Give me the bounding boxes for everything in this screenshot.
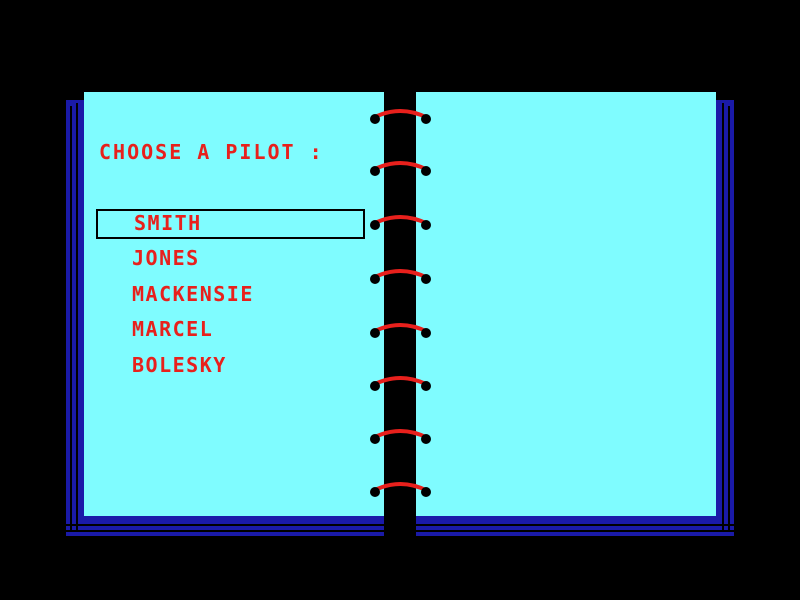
binding-ring — [370, 482, 431, 497]
pilot-option-jones[interactable]: JONES — [132, 246, 200, 270]
pilot-option-smith[interactable]: SMITH — [134, 211, 202, 235]
left-page — [84, 92, 384, 516]
selection-cursor — [96, 209, 365, 239]
binding-ring — [370, 376, 431, 391]
pilot-option-mackensie[interactable]: MACKENSIE — [132, 282, 254, 306]
pilot-option-bolesky[interactable]: BOLESKY — [132, 353, 227, 377]
menu-title: CHOOSE A PILOT : — [99, 140, 324, 164]
pilot-option-marcel[interactable]: MARCEL — [132, 317, 214, 341]
binding-ring — [370, 161, 431, 176]
binding-ring — [370, 429, 431, 444]
binding-ring — [370, 323, 431, 338]
binding-ring — [370, 215, 431, 230]
binding-ring — [370, 109, 431, 124]
right-page — [416, 92, 716, 516]
binding-ring — [370, 269, 431, 284]
